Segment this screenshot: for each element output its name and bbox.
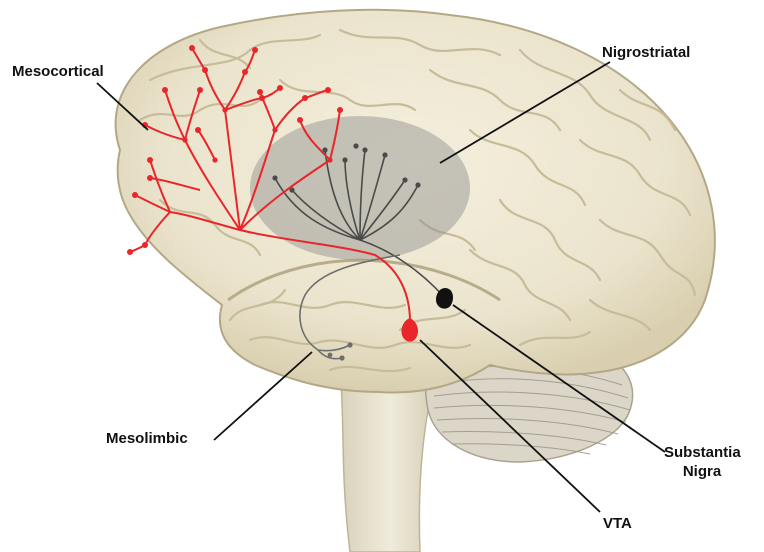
label-substantia-line1: Substantia (664, 443, 740, 462)
label-substantia-line2: Nigra (664, 462, 740, 481)
label-mesolimbic: Mesolimbic (106, 429, 188, 448)
label-mesocortical: Mesocortical (12, 62, 104, 81)
label-vta: VTA (603, 514, 632, 533)
label-nigrostriatal: Nigrostriatal (602, 43, 690, 62)
label-substantia-nigra: Substantia Nigra (664, 443, 740, 481)
